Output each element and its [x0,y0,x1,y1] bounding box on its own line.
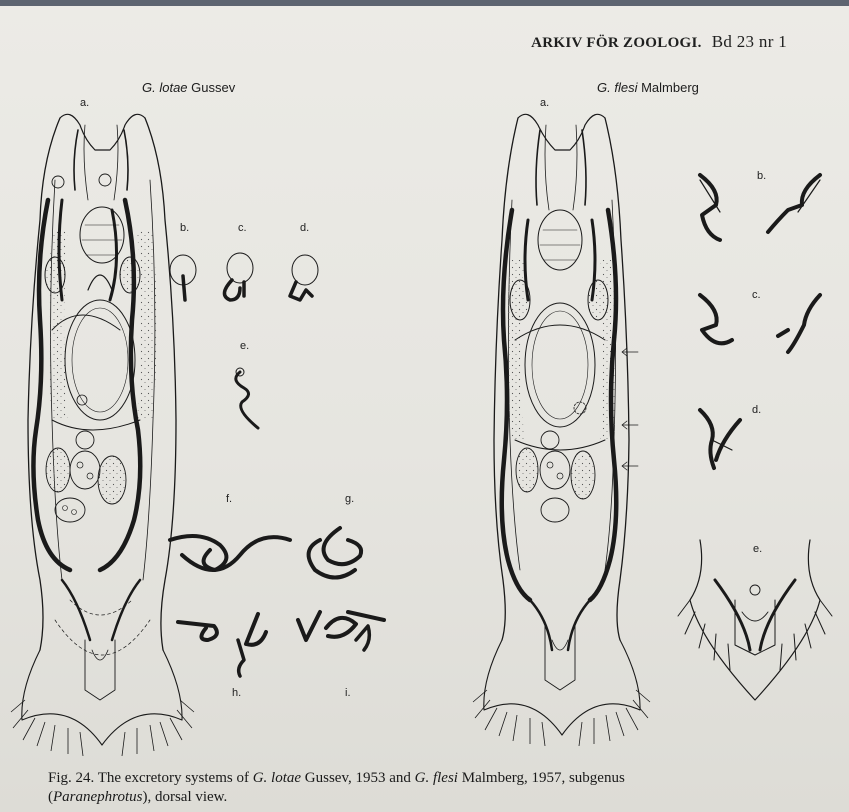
right-worm-body-drawing [484,114,640,735]
right-marginal-hooks [473,690,650,746]
caption-species-2: G. flesi [415,770,458,786]
caption-suffix: ), dorsal view. [142,789,227,805]
caption-species-1: G. lotae [253,770,301,786]
left-detail-panels [170,253,384,676]
left-marginal-hooks [11,700,194,756]
caption-mid-2: Malmberg, 1957, subgenus [458,770,625,786]
caption-subgenus: Paranephrotus [53,789,142,805]
figure-caption: Fig. 24. The excretory systems of G. lot… [48,769,828,807]
right-detail-panels [678,175,832,700]
left-worm-body-drawing [22,114,182,745]
caption-mid-1: Gussev, 1953 and [301,770,415,786]
caption-prefix: Fig. 24. The excretory systems of [48,770,253,786]
